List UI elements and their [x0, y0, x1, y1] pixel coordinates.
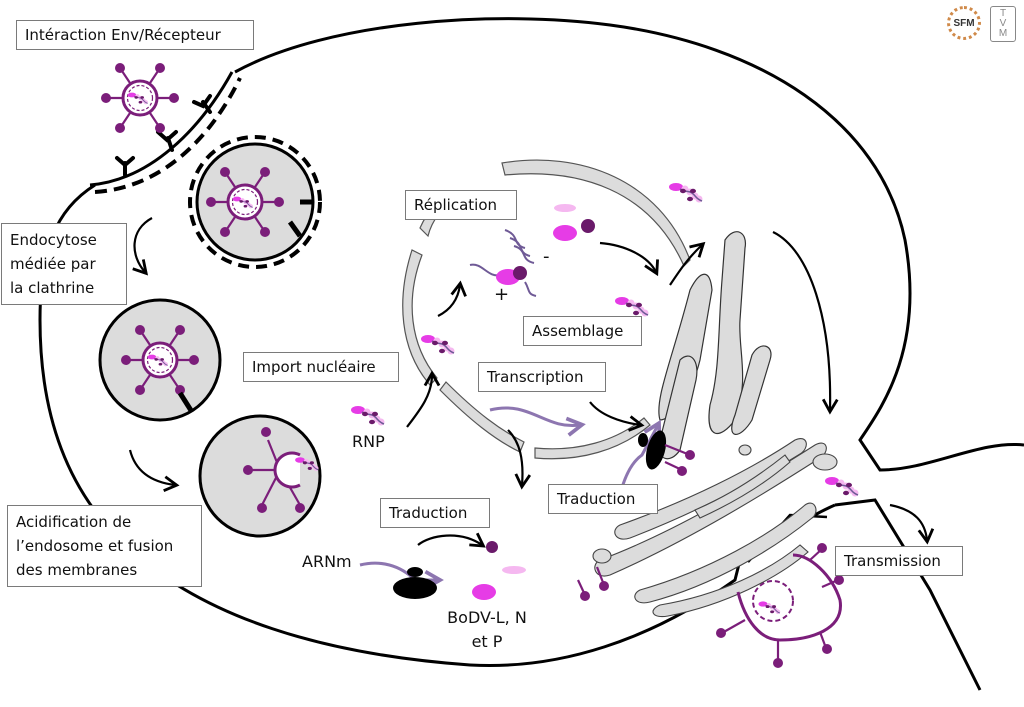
tvm-letter: V — [999, 18, 1007, 29]
rnp-export — [668, 182, 704, 204]
protein-n-translated — [472, 584, 496, 600]
sfm-logo: SFM — [947, 6, 981, 40]
annotation-proteins: BoDV-L, N et P — [432, 606, 542, 654]
annotation-plus-strand: + — [494, 284, 510, 305]
flow-arrows-nucleus — [406, 231, 935, 548]
golgi-apparatus — [592, 438, 838, 618]
annotation-proteins-line: BoDV-L, N — [447, 608, 527, 627]
label-endocytose-line: la clathrine — [10, 279, 95, 297]
clathrin-coated-vesicle — [188, 135, 322, 269]
rnp-assembled — [614, 296, 650, 318]
label-traduction-er: Traduction — [548, 484, 658, 514]
label-assemblage: Assemblage — [523, 316, 642, 346]
label-interaction: Intéraction Env/Récepteur — [16, 20, 254, 50]
endosome — [98, 298, 222, 422]
ribosome-er — [638, 430, 695, 476]
ribosome-cytoplasm — [393, 567, 437, 599]
label-replication: Réplication — [405, 190, 517, 220]
label-acidification-line: Acidification de — [16, 513, 132, 531]
replication-rna-strands — [469, 229, 537, 297]
label-import-nucleaire: Import nucléaire — [243, 352, 399, 382]
rnp-cytoplasm — [350, 405, 386, 427]
virion-attaching — [101, 63, 179, 133]
annotation-arnm: ARNm — [302, 552, 352, 571]
protein-l-light — [554, 204, 576, 212]
label-endocytose-line: médiée par — [10, 255, 96, 273]
annotation-rnp: RNP — [352, 432, 385, 451]
label-acidification-line: l’endosome et fusion — [16, 537, 174, 555]
tvm-letter: T — [999, 8, 1007, 19]
protein-n-nucleus — [553, 225, 577, 241]
annotation-proteins-line: et P — [471, 632, 503, 651]
label-endocytose-line: Endocytose — [10, 231, 97, 249]
rnp-transmission — [824, 476, 860, 498]
flow-arrows-left — [128, 217, 180, 493]
budding-virion — [716, 543, 844, 668]
tvm-letter: M — [998, 28, 1008, 39]
label-transmission: Transmission — [835, 546, 963, 576]
protein-p-nucleus — [581, 219, 595, 233]
clathrin-coat — [94, 77, 242, 194]
fusion-endosome — [198, 414, 322, 538]
tvm-logo: T V M — [990, 6, 1016, 42]
annotation-minus-strand: - — [543, 246, 550, 267]
cell-membrane — [234, 17, 1024, 472]
protein-l-translated — [502, 566, 526, 574]
endoplasmic-reticulum — [658, 231, 772, 460]
cell-membrane-lower — [38, 183, 836, 668]
label-acidification-line: des membranes — [16, 561, 138, 579]
receptor-icons — [115, 94, 212, 177]
label-traduction-cytoplasm: Traduction — [380, 498, 490, 528]
label-endocytose: Endocytose médiée par la clathrine — [1, 223, 127, 305]
rnp-nucleus — [420, 334, 456, 356]
label-transcription: Transcription — [478, 362, 606, 392]
neighbor-cell-membrane — [834, 498, 982, 691]
label-acidification: Acidification de l’endosome et fusion de… — [7, 505, 202, 587]
protein-p — [513, 266, 527, 280]
protein-p-translated — [486, 541, 498, 553]
